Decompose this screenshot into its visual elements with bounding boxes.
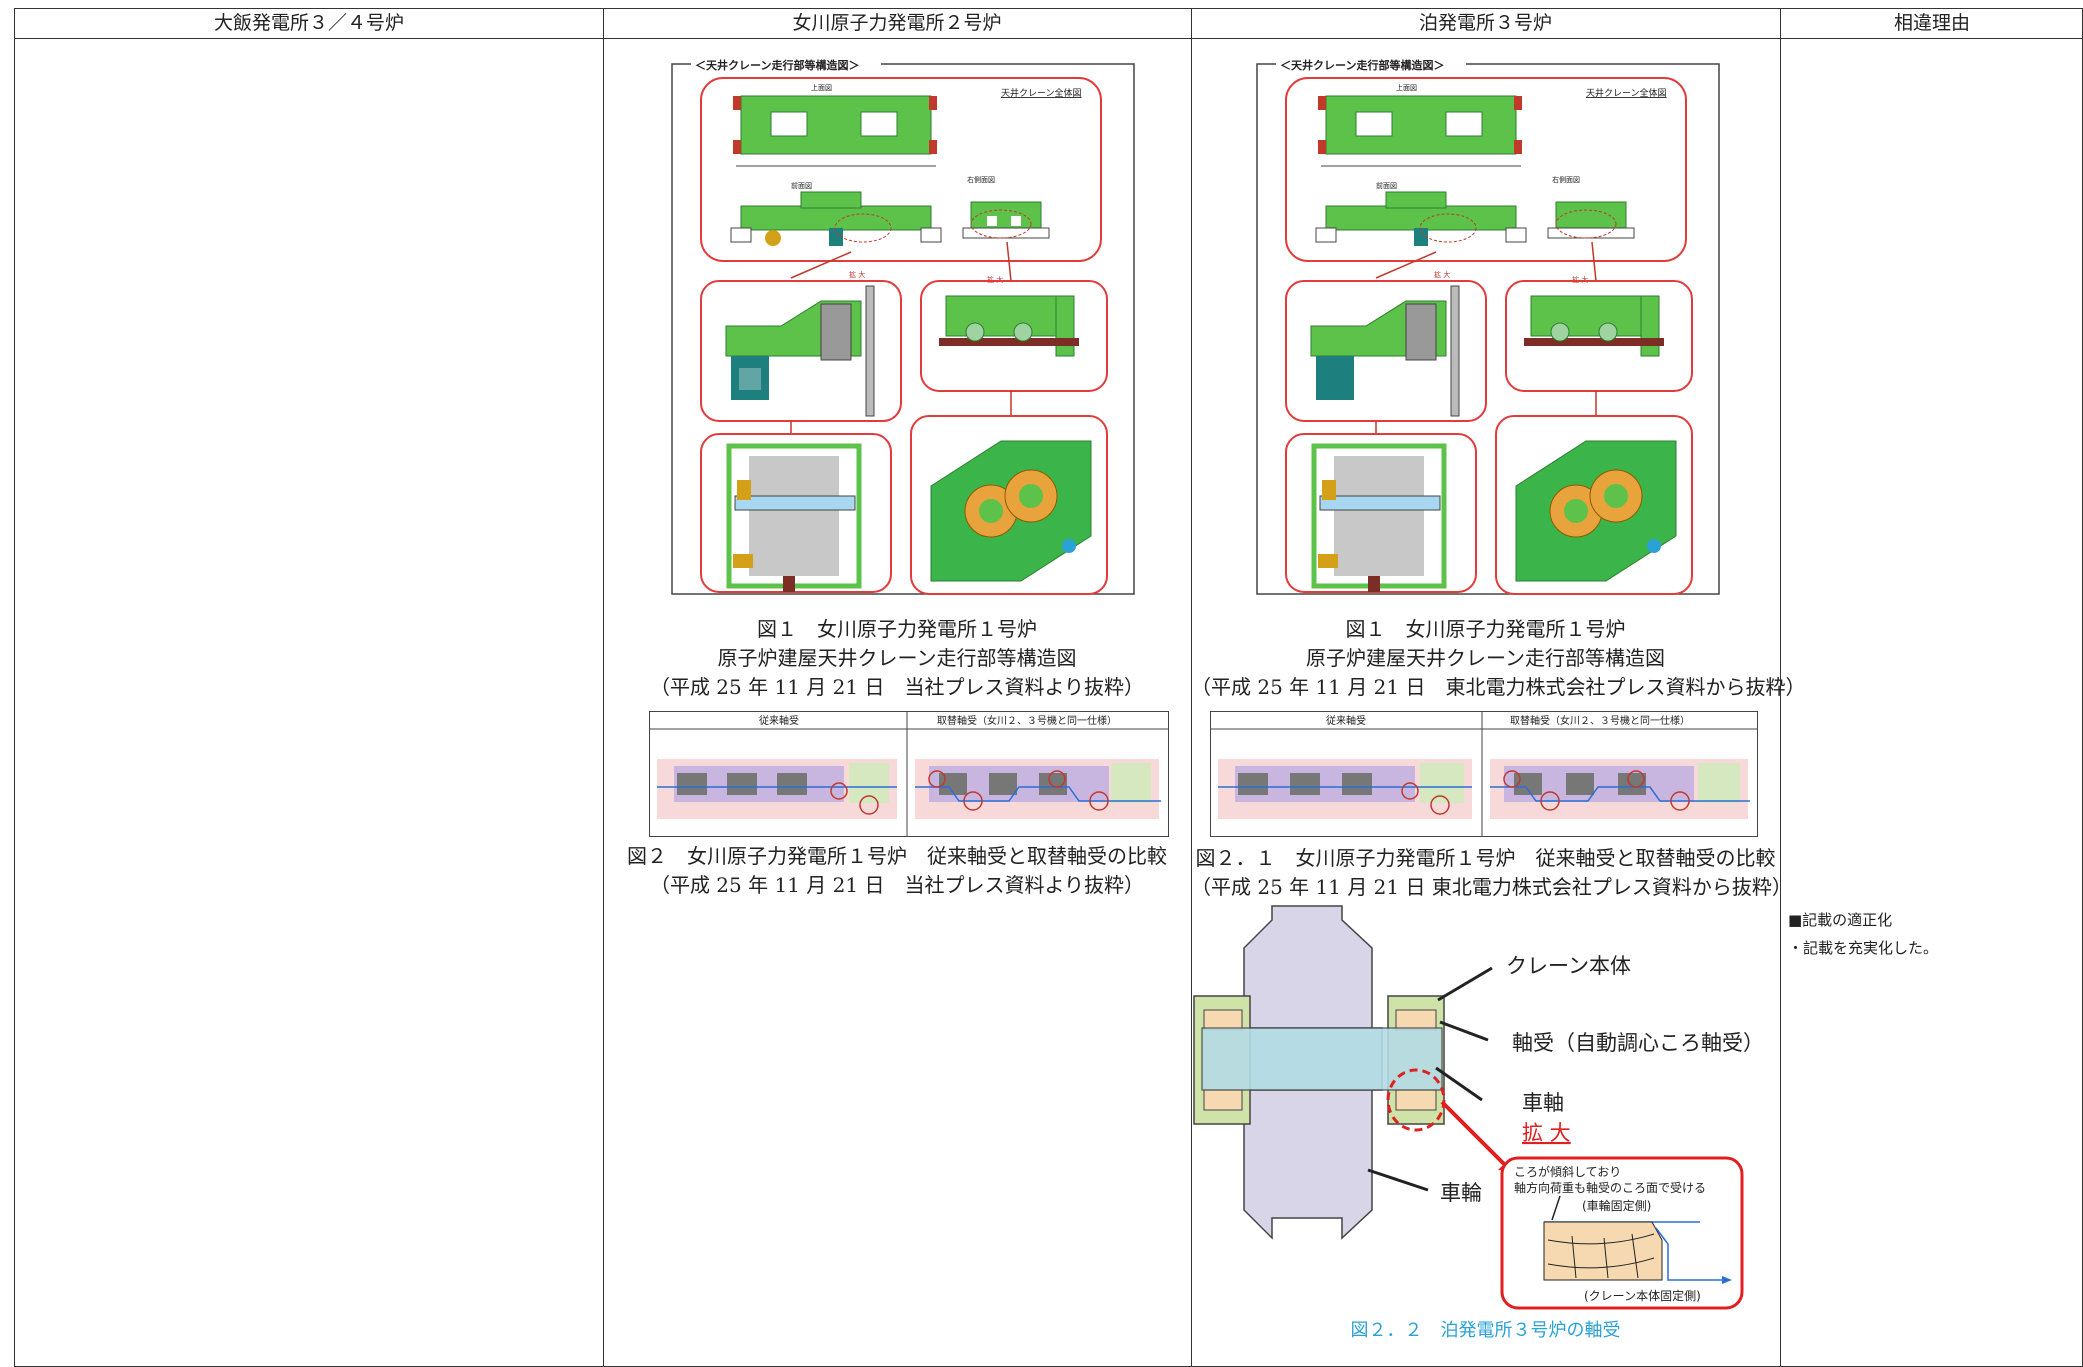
label-bearing: 軸受（自動調心ころ軸受） bbox=[1512, 1031, 1764, 1055]
crane-front-label: 前面図 bbox=[791, 181, 812, 190]
crane-top-label: 上面図 bbox=[811, 83, 832, 92]
header-tomari: 泊発電所３号炉 bbox=[1418, 12, 1552, 34]
new-bearing-label: 取替軸受（女川２、３号機と同一仕様） bbox=[937, 714, 1117, 727]
inset-note-1: ころが傾斜しており bbox=[1514, 1164, 1621, 1179]
reason-heading: ■記載の適正化 bbox=[1788, 911, 1893, 929]
col-divider-1 bbox=[603, 9, 604, 1366]
bearing-comparison-tomari: 従来軸受 取替軸受（女川２、３号機と同一仕様） bbox=[1210, 711, 1758, 837]
tomari-fig1-caption-line1: 図１ 女川原子力発電所１号炉 bbox=[1345, 617, 1626, 641]
onagawa-fig1-caption-line2: 原子炉建屋天井クレーン走行部等構造図 bbox=[717, 646, 1077, 670]
crane-structure-figure-tomari: ＜天井クレーン走行部等構造図＞ 天井クレーン全体図 上面図 前面図 右側面図 拡… bbox=[1256, 56, 1720, 595]
onagawa-fig2-caption-line1: 図２ 女川原子力発電所１号炉 従来軸受と取替軸受の比較 bbox=[627, 844, 1167, 868]
onagawa-fig1-caption-line1: 図１ 女川原子力発電所１号炉 bbox=[757, 617, 1037, 641]
crane-enlarge-label-1: 拡 大 bbox=[849, 270, 865, 279]
crane-enlarge-label-4: 拡 大 bbox=[1572, 275, 1588, 284]
inset-top-label: (車輪固定側) bbox=[1582, 1198, 1651, 1213]
crane-side-label-2: 右側面図 bbox=[1552, 175, 1580, 184]
onagawa-fig1-caption-line3: （平成 25 年 11 月 21 日 当社プレス資料より抜粋） bbox=[649, 675, 1145, 699]
header-ohi: 大飯発電所３／４号炉 bbox=[213, 12, 404, 34]
old-bearing-label-2: 従来軸受 bbox=[1326, 714, 1366, 727]
tomari-bearing-figure: クレーン本体 軸受（自動調心ころ軸受） 車軸 拡 大 車輪 ころが傾斜しており … bbox=[1193, 905, 1764, 1310]
crane-full-label-2: 天井クレーン全体図 bbox=[1586, 87, 1667, 99]
old-bearing-label: 従来軸受 bbox=[759, 714, 799, 727]
crane-structure-figure-onagawa: ＜天井クレーン走行部等構造図＞ 天井クレーン全体図 上面図 前面図 右側面図 拡… bbox=[671, 56, 1135, 595]
crane-top-label-2: 上面図 bbox=[1396, 83, 1417, 92]
col-divider-2 bbox=[1191, 9, 1192, 1366]
label-enlarge: 拡 大 bbox=[1522, 1121, 1571, 1145]
label-wheel: 車輪 bbox=[1440, 1181, 1482, 1205]
header-divider bbox=[15, 38, 2082, 39]
inset-note-2: 軸方向荷重も軸受のころ面で受ける bbox=[1514, 1180, 1706, 1195]
inset-bottom-label: (クレーン本体固定側) bbox=[1584, 1288, 1701, 1303]
reason-detail: ・記載を充実化した。 bbox=[1788, 939, 1939, 957]
crane-side-label: 右側面図 bbox=[967, 175, 995, 184]
crane-full-label: 天井クレーン全体図 bbox=[1001, 87, 1082, 99]
crane-front-label-2: 前面図 bbox=[1376, 181, 1397, 190]
new-bearing-label-2: 取替軸受（女川２、３号機と同一仕様） bbox=[1510, 714, 1690, 727]
onagawa-fig2-caption-line2: （平成 25 年 11 月 21 日 当社プレス資料より抜粋） bbox=[649, 873, 1145, 897]
crane-enlarge-label-3: 拡 大 bbox=[1434, 270, 1450, 279]
tomari-fig1-caption-line3: （平成 25 年 11 月 21 日 東北電力株式会社プレス資料から抜粋） bbox=[1191, 675, 1806, 699]
crane-title: ＜天井クレーン走行部等構造図＞ bbox=[695, 58, 859, 72]
tomari-fig21-caption-line2: （平成 25 年 11 月 21 日 東北電力株式会社プレス資料から抜粋） bbox=[1191, 875, 1792, 899]
tomari-fig1-caption-line2: 原子炉建屋天井クレーン走行部等構造図 bbox=[1306, 646, 1665, 670]
label-axle: 車軸 bbox=[1522, 1091, 1564, 1115]
header-onagawa: 女川原子力発電所２号炉 bbox=[792, 12, 1002, 34]
tomari-fig21-caption-line1: 図２．１ 女川原子力発電所１号炉 従来軸受と取替軸受の比較 bbox=[1195, 846, 1776, 870]
label-crane-body: クレーン本体 bbox=[1506, 954, 1631, 978]
header-reason: 相違理由 bbox=[1893, 12, 1970, 34]
bearing-comparison-onagawa: 従来軸受 取替軸受（女川２、３号機と同一仕様） bbox=[649, 711, 1169, 837]
crane-title-2: ＜天井クレーン走行部等構造図＞ bbox=[1280, 58, 1444, 72]
col-divider-3 bbox=[1780, 9, 1781, 1366]
crane-enlarge-label-2: 拡 大 bbox=[987, 275, 1003, 284]
tomari-fig22-caption: 図２．２ 泊発電所３号炉の軸受 bbox=[1350, 1320, 1621, 1341]
